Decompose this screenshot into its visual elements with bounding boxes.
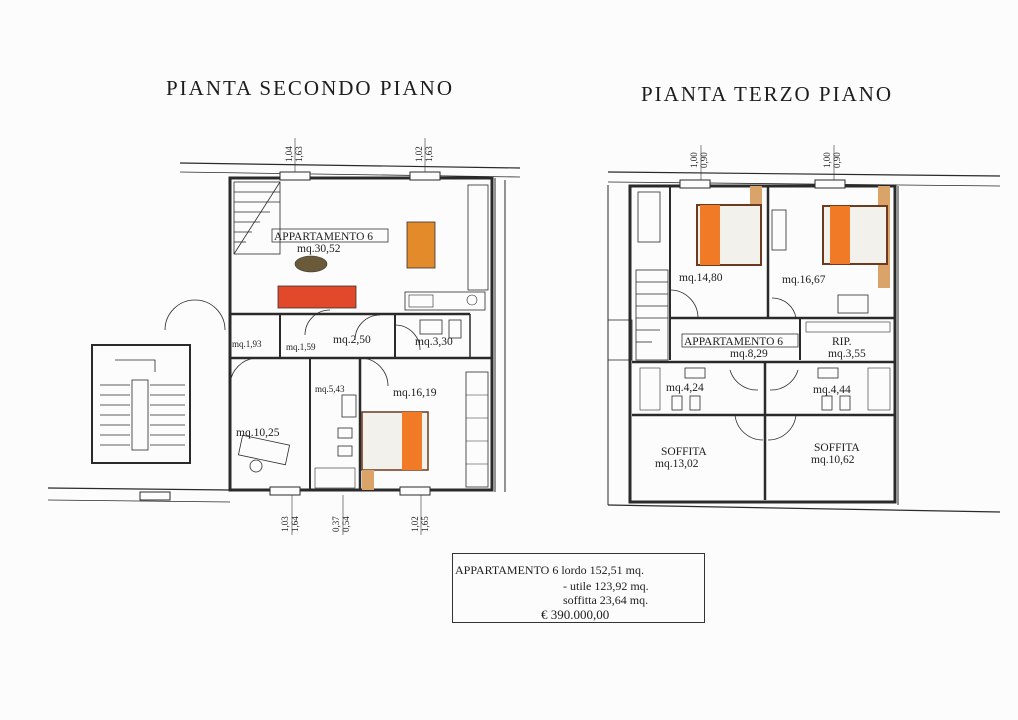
second-floor-plan: [47, 162, 521, 503]
sf-bedroom: mq.16,19: [393, 387, 437, 399]
second-floor-furniture: [277, 221, 436, 490]
tf-bedroom-b: mq.16,67: [782, 274, 826, 286]
tf-bath-b: mq.4,44: [813, 384, 851, 396]
second-floor-title: PIANTA SECONDO PIANO: [166, 76, 455, 100]
dim-sf-top-left-b: 1,63: [294, 146, 304, 162]
dim-sf-bottom-left-a: 1,03: [280, 516, 290, 532]
dim-tf-top-right-b: 0,90: [832, 152, 842, 168]
tf-attic-a-label: SOFFITA: [661, 446, 707, 458]
dim-sf-top-left-a: 1,04: [284, 146, 294, 162]
tf-storage: mq.3,55: [828, 348, 866, 360]
tf-attic-b: mq.10,62: [811, 454, 855, 466]
summary-usable-area: - utile 123,92 mq.: [563, 579, 649, 593]
window-dimensions: 1,04 1,63 1,02 1,63 1,03 1,64 0,37 0,54 …: [280, 138, 842, 535]
dim-sf-top-right-b: 1,63: [424, 146, 434, 162]
tf-attic-b-label: SOFFITA: [814, 442, 860, 454]
dim-tf-top-left-b: 0,90: [699, 152, 709, 168]
third-floor-plan: [607, 171, 1001, 513]
dim-sf-bottom-mid-b: 0,54: [341, 516, 351, 532]
summary-price: € 390.000,00: [541, 607, 640, 623]
sf-closet-b: mq.1,59: [286, 342, 316, 352]
tf-bedroom-a: mq.14,80: [679, 272, 723, 284]
dim-sf-bottom-left-b: 1,64: [290, 516, 300, 532]
stair-top: [233, 181, 281, 255]
dim-sf-bottom-mid-a: 0,37: [331, 516, 341, 532]
tf-apartment-label-frame: [681, 333, 799, 348]
dim-sf-top-right-a: 1,02: [414, 146, 424, 162]
sf-utility: mq.3,30: [415, 336, 453, 348]
summary-attic-area: soffitta 23,64 mq.: [563, 593, 649, 607]
area-summary-box: APPARTAMENTO 6 lordo 152,51 mq. - utile …: [452, 553, 705, 623]
apartment-label-frame: [271, 228, 389, 243]
tf-attic-a: mq.13,02: [655, 458, 699, 470]
dim-tf-top-right-a: 1,00: [822, 152, 832, 168]
third-floor-title: PIANTA TERZO PIANO: [641, 82, 894, 106]
tf-storage-label: RIP.: [832, 336, 852, 348]
dim-sf-bottom-right-b: 1,65: [420, 516, 430, 532]
sf-bath: mq.5,43: [315, 384, 345, 394]
second-floor-labels: APPARTAMENTO 6 mq.30,52 mq.1,93 mq.1,59 …: [232, 228, 453, 439]
sf-study: mq.10,25: [236, 427, 280, 439]
tf-apartment-label: APPARTAMENTO 6: [684, 336, 783, 348]
tf-bath-a: mq.4,24: [666, 382, 704, 394]
sf-living-area: mq.30,52: [297, 243, 341, 255]
dim-sf-bottom-right-a: 1,02: [410, 516, 420, 532]
third-floor-labels: mq.14,80 mq.16,67 APPARTAMENTO 6 mq.8,29…: [655, 272, 866, 470]
dim-tf-top-left-a: 1,00: [689, 152, 699, 168]
tf-hall: mq.8,29: [730, 348, 768, 360]
summary-gross-area: APPARTAMENTO 6 lordo 152,51 mq.: [455, 563, 645, 577]
third-floor-furniture: [696, 186, 890, 288]
sf-closet-a: mq.1,93: [232, 339, 262, 349]
sf-hall: mq.2,50: [333, 334, 371, 346]
sf-apartment-label: APPARTAMENTO 6: [274, 231, 373, 243]
